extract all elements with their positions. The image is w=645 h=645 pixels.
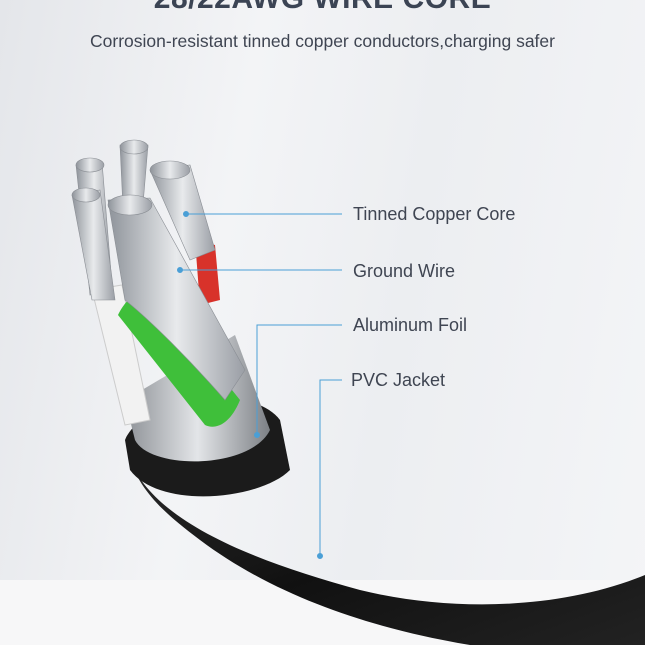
pvc-jacket bbox=[128, 455, 645, 645]
red-wire bbox=[195, 240, 220, 305]
copper-strands bbox=[71, 139, 246, 401]
callout-aluminum-foil: Aluminum Foil bbox=[353, 315, 468, 335]
callout-pvc-jacket: PVC Jacket bbox=[351, 370, 446, 390]
callout-ground-wire: Ground Wire bbox=[353, 261, 456, 281]
callout-tinned-copper-core: Tinned Copper Core bbox=[353, 204, 516, 224]
leader-lines bbox=[177, 211, 342, 559]
subtitle: Corrosion-resistant tinned copper conduc… bbox=[90, 31, 555, 51]
green-wire bbox=[118, 291, 240, 427]
page-title: 28/22AWG WIRE CORE bbox=[0, 0, 645, 16]
